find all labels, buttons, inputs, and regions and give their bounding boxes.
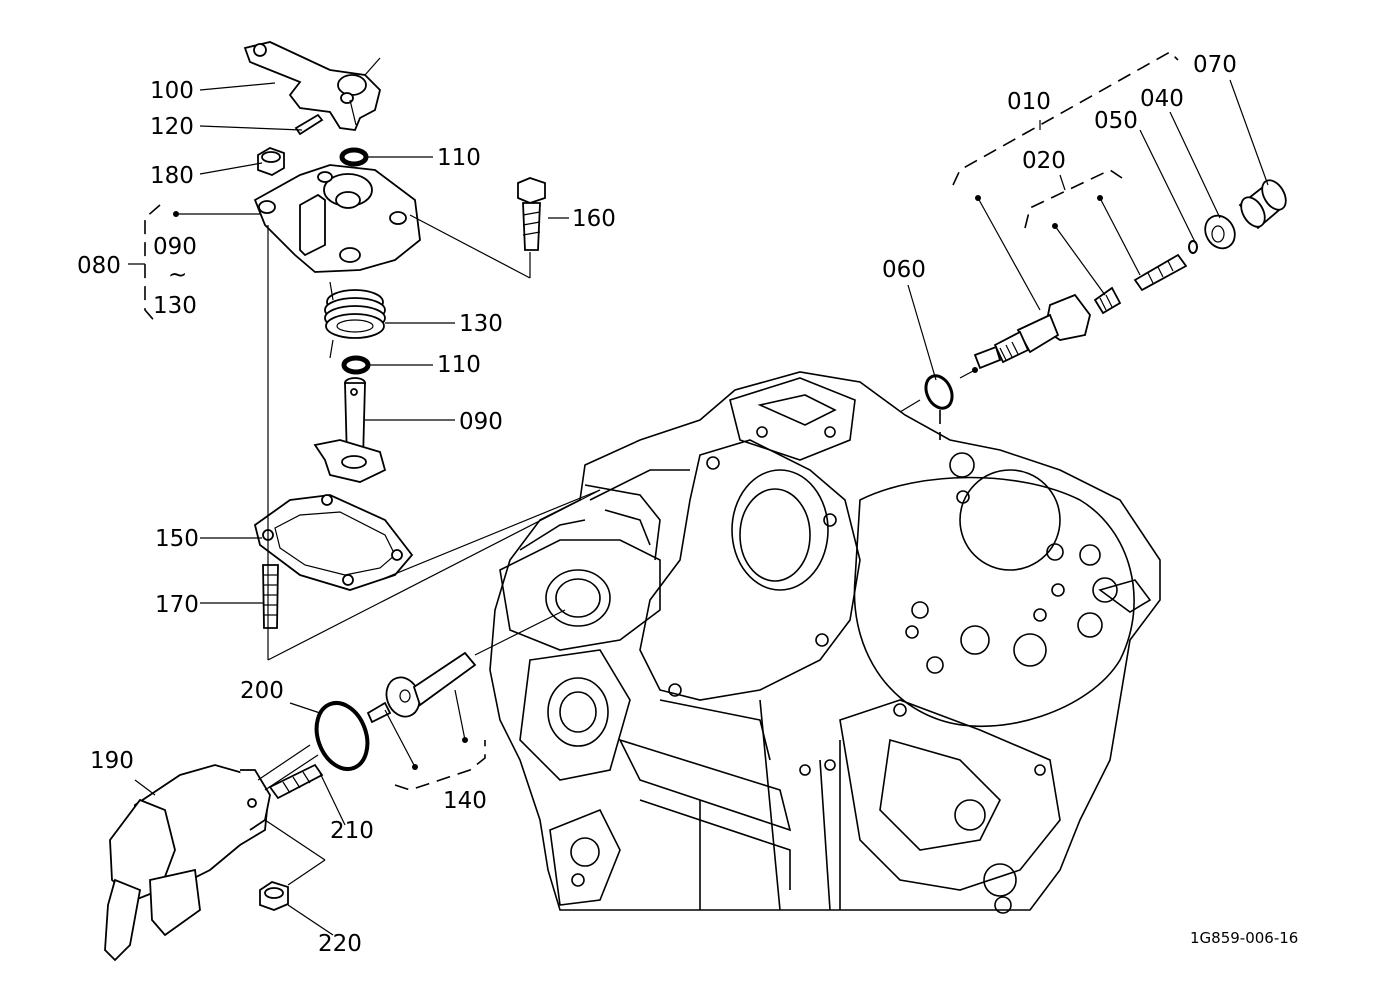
nut-220 [259, 881, 289, 911]
governor-cover-090-130 [253, 164, 421, 273]
label-120: 120 [150, 114, 194, 140]
needle-valve-020 [1133, 253, 1188, 292]
label-110-bottom: 110 [437, 352, 481, 378]
label-150: 150 [155, 526, 199, 552]
cap-070 [1238, 179, 1287, 230]
label-060: 060 [882, 257, 926, 283]
nut-180 [257, 147, 285, 176]
washer-060 [924, 374, 954, 410]
label-040: 040 [1140, 86, 1184, 112]
o-ring-110-top [339, 147, 369, 167]
label-160: 160 [572, 206, 616, 232]
label-130: 130 [459, 311, 503, 337]
label-190: 190 [90, 748, 134, 774]
label-050: 050 [1094, 108, 1138, 134]
label-220: 220 [318, 931, 362, 957]
label-range-tilde: ~ [168, 262, 187, 288]
label-110-top: 110 [437, 145, 481, 171]
solenoid-190 [104, 744, 319, 962]
group-brackets [144, 51, 1179, 791]
label-080: 080 [77, 253, 121, 279]
label-210: 210 [330, 818, 374, 844]
label-140: 140 [443, 788, 487, 814]
stud-170 [262, 564, 279, 629]
label-070: 070 [1193, 52, 1237, 78]
engine-gear-case [489, 371, 1161, 914]
o-ring-110-bottom [341, 355, 371, 375]
leader-lines [128, 79, 1269, 936]
shaft-090 [313, 377, 387, 483]
pin-120 [294, 113, 324, 136]
part-labels: 100 120 180 110 160 080 090 ~ 130 130 11… [77, 52, 1237, 957]
stud-210 [268, 763, 324, 800]
label-130-range-end: 130 [153, 293, 197, 319]
label-180: 180 [150, 163, 194, 189]
nut-040 [1204, 214, 1236, 250]
label-010: 010 [1007, 89, 1051, 115]
o-ring-200 [314, 701, 370, 771]
label-020: 020 [1022, 148, 1066, 174]
spring-130 [324, 281, 386, 359]
label-100: 100 [150, 78, 194, 104]
label-090: 090 [459, 409, 503, 435]
label-170: 170 [155, 592, 199, 618]
gasket-150 [253, 494, 414, 591]
spring-020 [1093, 286, 1122, 315]
plunger-140 [366, 651, 477, 724]
label-200: 200 [240, 678, 284, 704]
valve-body-010 [973, 293, 1091, 370]
governor-lever-100 [243, 41, 381, 131]
reference-dots [173, 195, 1103, 770]
label-090-range-start: 090 [153, 234, 197, 260]
o-ring-050 [1188, 240, 1198, 254]
drawing-code: 1G859-006-16 [1190, 929, 1298, 947]
bolt-160 [517, 177, 546, 251]
